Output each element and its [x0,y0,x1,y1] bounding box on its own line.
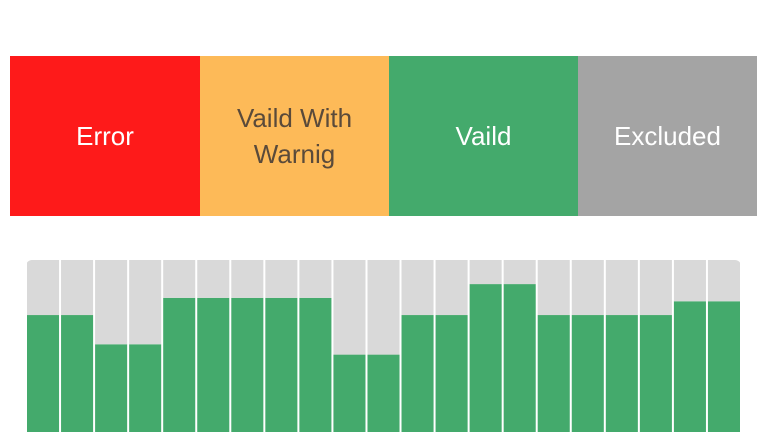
bar-valid-5[interactable] [163,297,196,432]
bar-remainder-15[interactable] [503,260,536,285]
bar-valid-20[interactable] [673,301,706,432]
bar-valid-3[interactable] [95,344,128,432]
bar-valid-7[interactable] [231,297,264,432]
bar-valid-17[interactable] [571,315,604,432]
bar-valid-10[interactable] [333,354,366,432]
bar-remainder-7[interactable] [231,260,264,298]
bar-remainder-9[interactable] [299,260,332,298]
legend-valid[interactable]: Vaild [389,56,578,216]
bar-valid-16[interactable] [537,315,570,432]
bar-valid-1[interactable] [27,315,60,432]
bar-valid-19[interactable] [639,315,672,432]
legend-error[interactable]: Error [10,56,200,216]
bar-remainder-4[interactable] [129,260,162,345]
bar-valid-8[interactable] [265,297,298,432]
bar-remainder-10[interactable] [333,260,366,355]
bar-valid-18[interactable] [605,315,638,432]
bar-remainder-19[interactable] [639,260,672,316]
bar-remainder-1[interactable] [27,260,60,316]
status-legend: Error Vaild With Warnig Vaild Excluded [10,56,757,216]
status-bar-chart [26,260,741,432]
bar-valid-9[interactable] [299,297,332,432]
bar-remainder-5[interactable] [163,260,196,298]
bar-remainder-17[interactable] [571,260,604,316]
bar-valid-12[interactable] [401,315,434,432]
bar-remainder-16[interactable] [537,260,570,316]
bar-valid-15[interactable] [503,284,536,432]
bar-valid-4[interactable] [129,344,162,432]
bar-remainder-2[interactable] [61,260,94,316]
bar-remainder-20[interactable] [673,260,706,302]
bar-remainder-13[interactable] [435,260,468,316]
bar-remainder-18[interactable] [605,260,638,316]
bar-remainder-21[interactable] [707,260,740,302]
bar-remainder-6[interactable] [197,260,230,298]
legend-valid-with-warning[interactable]: Vaild With Warnig [200,56,389,216]
bar-valid-13[interactable] [435,315,468,432]
bar-valid-14[interactable] [469,284,502,432]
bar-remainder-8[interactable] [265,260,298,298]
bar-valid-6[interactable] [197,297,230,432]
bar-remainder-11[interactable] [367,260,400,355]
bar-valid-11[interactable] [367,354,400,432]
bar-valid-2[interactable] [61,315,94,432]
bar-chart-svg [27,260,740,432]
bar-remainder-3[interactable] [95,260,128,345]
bar-valid-21[interactable] [707,301,740,432]
bar-remainder-14[interactable] [469,260,502,285]
legend-excluded[interactable]: Excluded [578,56,757,216]
bar-remainder-12[interactable] [401,260,434,316]
